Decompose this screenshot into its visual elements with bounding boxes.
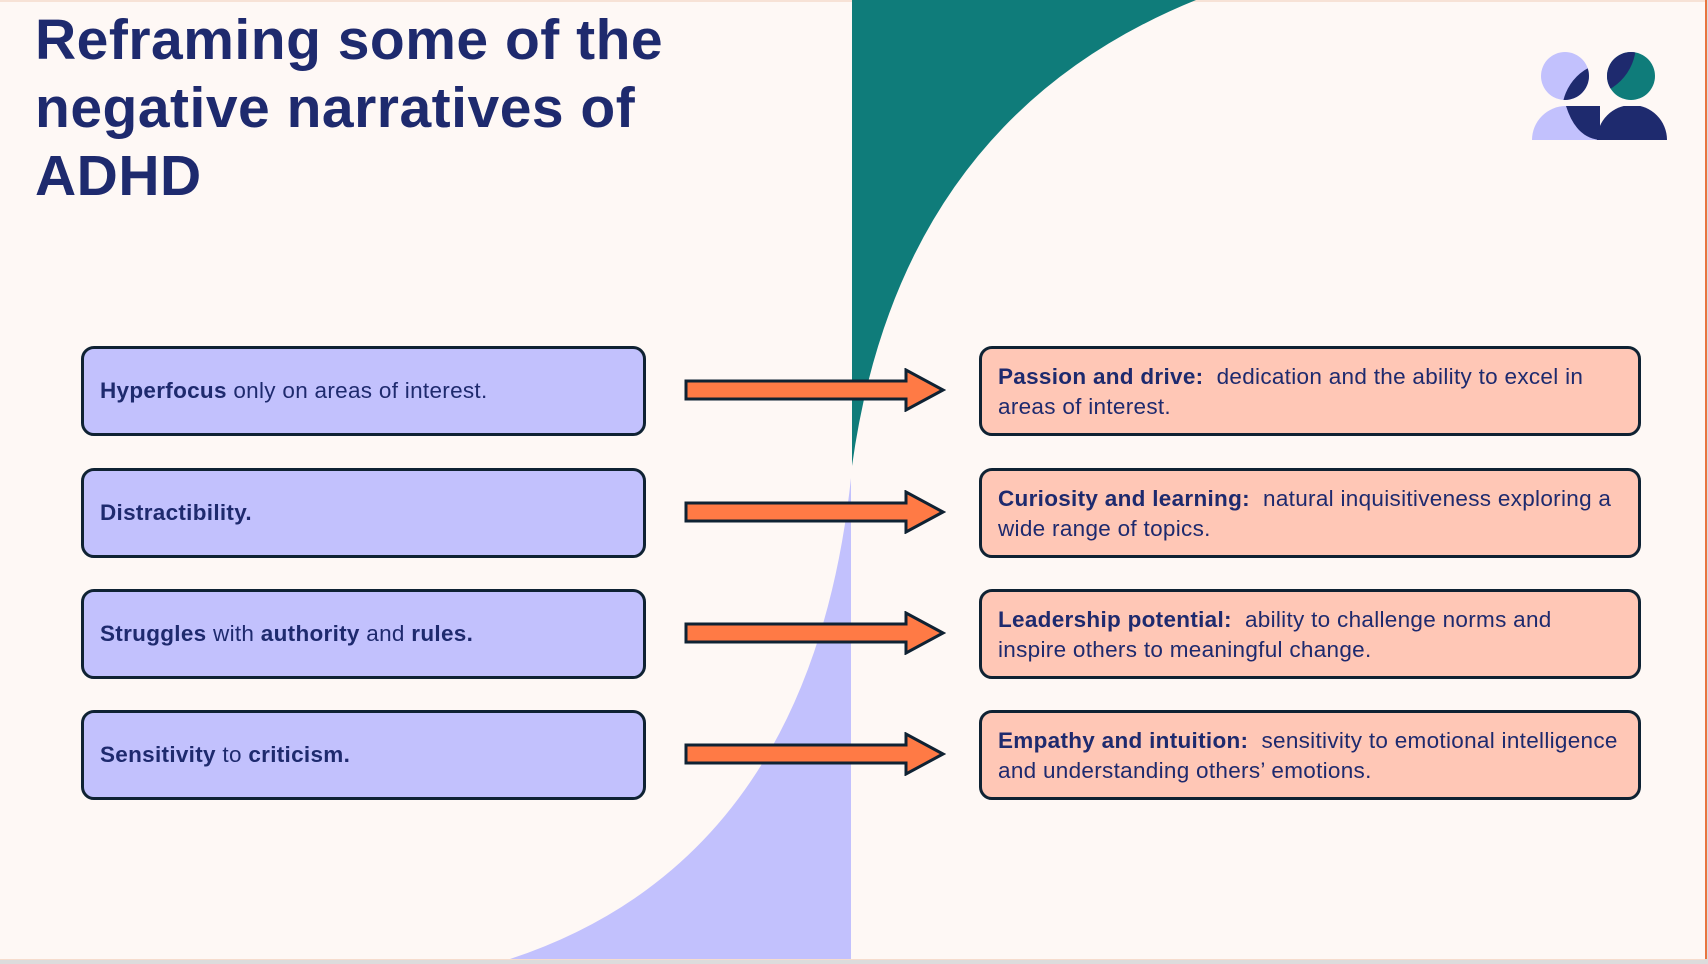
positive-heading: Empathy and intuition:: [998, 728, 1249, 753]
title-line-3: ADHD: [35, 144, 202, 208]
positive-reframe-box: Leadership potential: ability to challen…: [979, 589, 1641, 679]
negative-text: Hyperfocus only on areas of interest.: [100, 378, 488, 404]
positive-text: dedication and the ability to excel in a…: [998, 364, 1584, 419]
negative-text-regular: to: [215, 742, 249, 767]
negative-text-bold: Struggles: [100, 621, 207, 646]
right-arrow-icon: [684, 732, 946, 776]
positive-text: sensitivity to emotional intelligence an…: [998, 728, 1618, 783]
right-arrow-icon: [684, 368, 946, 412]
right-arrow-icon: [684, 611, 946, 655]
teal-decorative-shape: [852, 0, 1196, 466]
negative-text-bold: rules.: [411, 621, 474, 646]
positive-heading: Curiosity and learning:: [998, 486, 1250, 511]
negative-text-regular: only on areas of interest.: [226, 378, 488, 403]
negative-text-bold: authority: [260, 621, 360, 646]
positive-text: ability to challenge norms and inspire o…: [998, 607, 1552, 662]
page-title: Reframing some of the negative narrative…: [35, 6, 755, 210]
negative-narrative-box: Hyperfocus only on areas of interest.: [81, 346, 646, 436]
negative-text: Struggles with authority and rules.: [100, 621, 473, 647]
title-line-1: Reframing some of the: [35, 8, 664, 72]
negative-text-bold: Sensitivity: [100, 742, 216, 767]
negative-text-bold: Distractibility.: [100, 500, 252, 525]
negative-narrative-box: Distractibility.: [81, 468, 646, 558]
title-line-2: negative narratives of: [35, 76, 636, 140]
negative-text-bold: criticism.: [248, 742, 351, 767]
right-arrow-icon: [684, 490, 946, 534]
positive-reframe-box: Empathy and intuition: sensitivity to em…: [979, 710, 1641, 800]
negative-text: Distractibility.: [100, 500, 252, 526]
positive-heading: Passion and drive:: [998, 364, 1204, 389]
positive-heading: Leadership potential:: [998, 607, 1232, 632]
negative-text-regular: with: [206, 621, 261, 646]
people-icon: [1532, 52, 1667, 140]
negative-text-regular: and: [359, 621, 412, 646]
positive-text: natural inquisitiveness exploring a wide…: [998, 486, 1612, 541]
negative-narrative-box: Sensitivity to criticism.: [81, 710, 646, 800]
negative-text-bold: Hyperfocus: [100, 378, 227, 403]
lavender-decorative-shape: [510, 478, 851, 959]
positive-reframe-box: Curiosity and learning: natural inquisit…: [979, 468, 1641, 558]
negative-narrative-box: Struggles with authority and rules.: [81, 589, 646, 679]
negative-text: Sensitivity to criticism.: [100, 742, 350, 768]
slide-right-edge: [1705, 0, 1707, 959]
positive-reframe-box: Passion and drive: dedication and the ab…: [979, 346, 1641, 436]
